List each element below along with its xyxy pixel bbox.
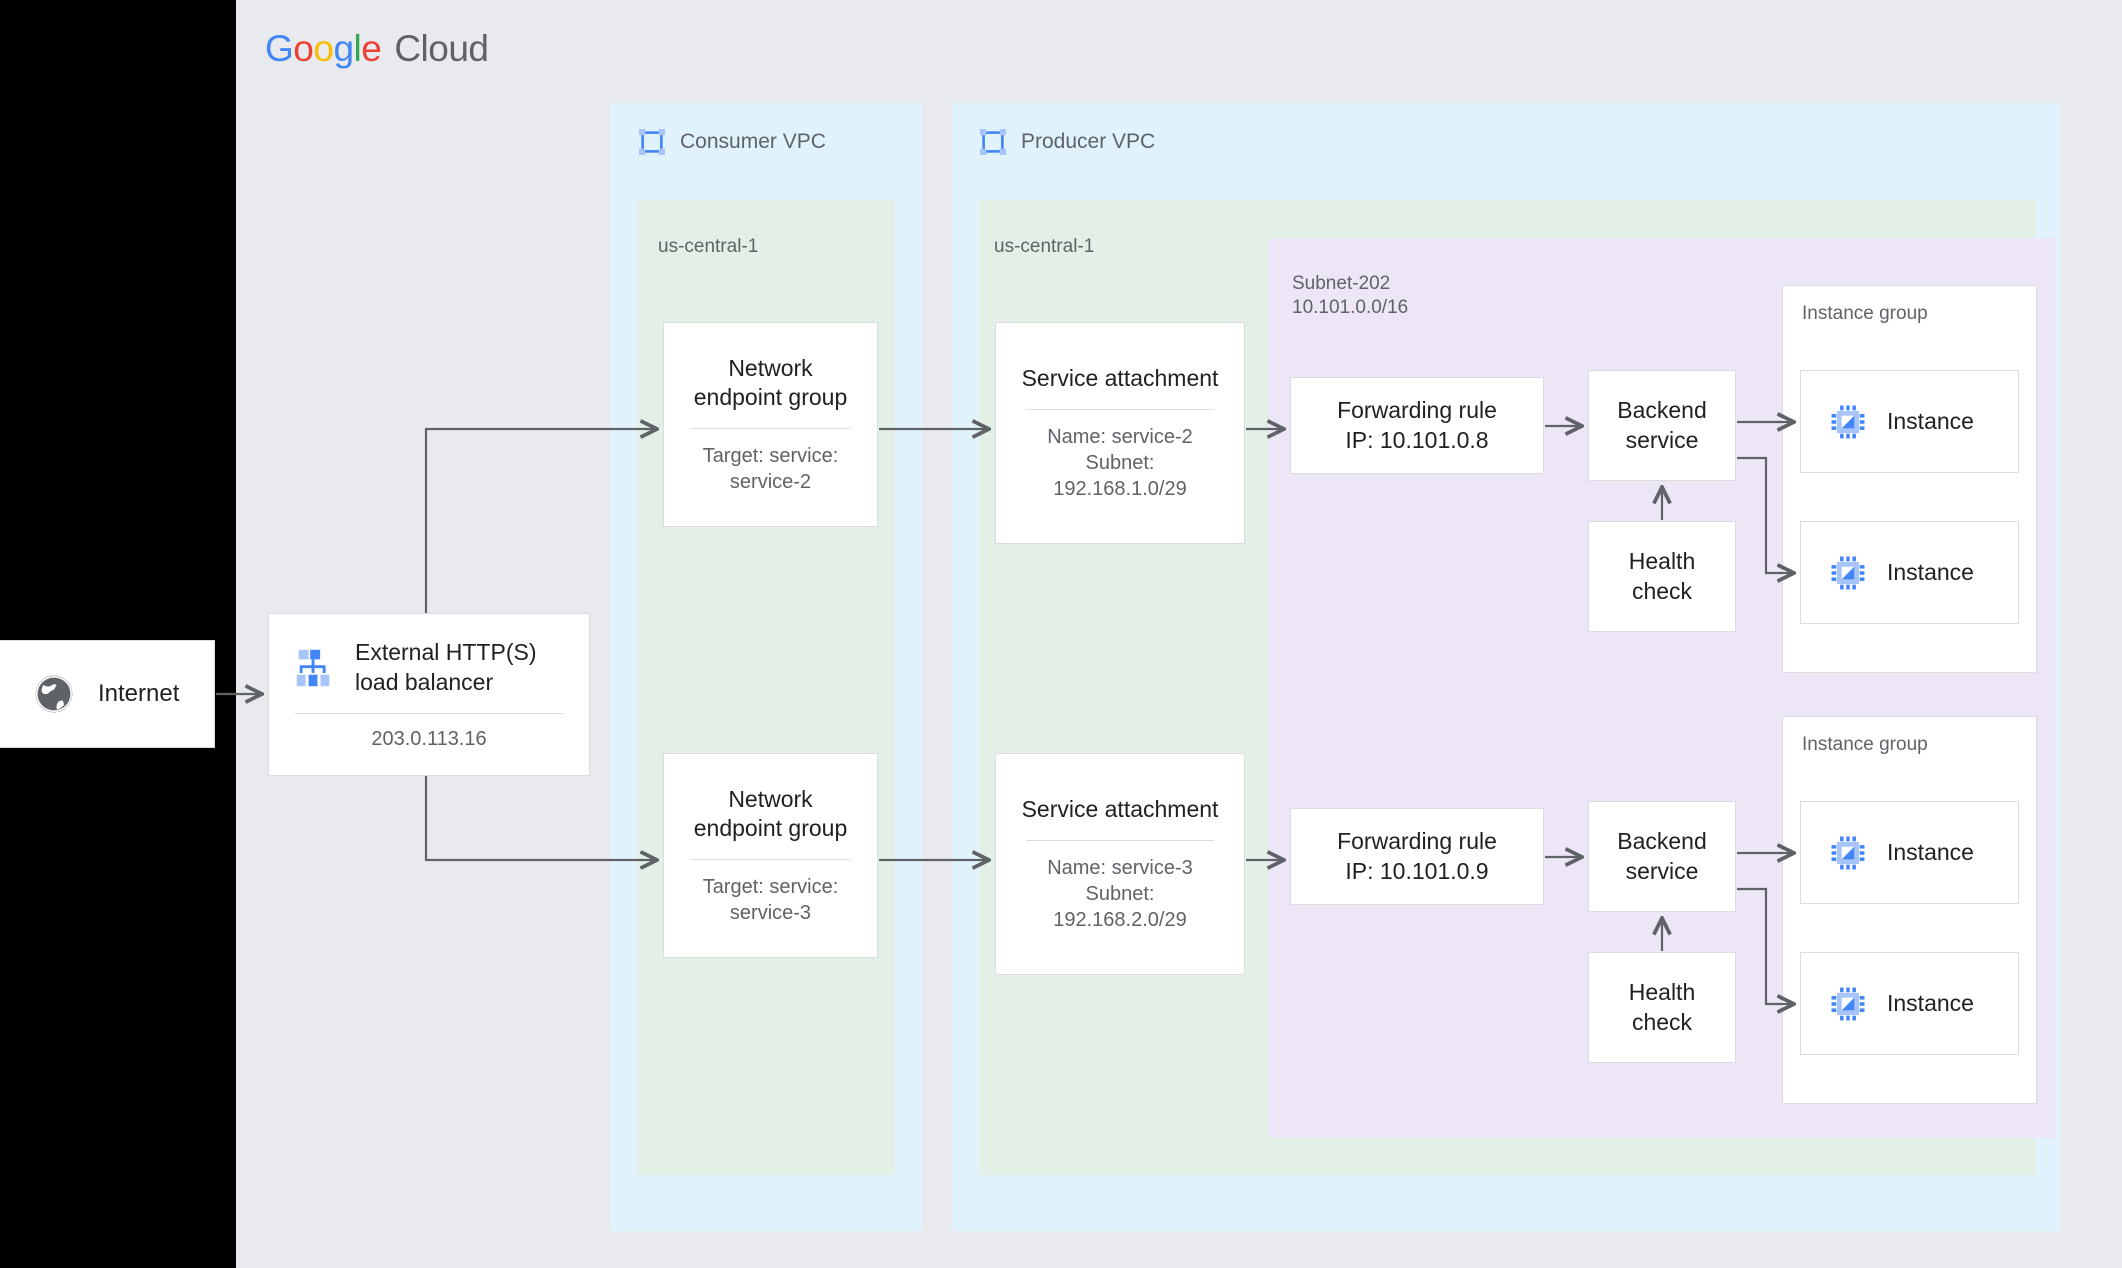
forwarding-rule-1[interactable]: Forwarding rule IP: 10.101.0.8 [1290,377,1544,474]
backend-service-2-title: Backend service [1617,828,1707,884]
instance-group-1-label: Instance group [1802,303,1928,324]
network-endpoint-group-2[interactable]: Network endpoint group Target: service: … [663,753,878,958]
load-balancer-icon [296,649,330,686]
backend-service-1-title: Backend service [1617,397,1707,453]
service-attachment-1[interactable]: Service attachment Name: service-2 Subne… [995,322,1245,544]
instance-group-2-label: Instance group [1802,734,1928,755]
neg-1-title: Network endpoint group [693,354,848,410]
instance-chip-icon [1831,836,1865,869]
internet-label: Internet [98,680,180,707]
service-attachment-2[interactable]: Service attachment Name: service-3 Subne… [995,753,1245,975]
load-balancer-row: External HTTP(S) load balancer [291,638,567,697]
neg-2-divider [689,859,852,861]
load-balancer-title: External HTTP(S) load balancer [355,639,537,695]
producer-region-label: us-central-1 [994,236,1095,257]
health-check-2-title: Health check [1628,979,1696,1035]
consumer-region-label: us-central-1 [658,236,759,257]
instance-1-2-label: Instance [1887,559,1974,585]
health-check-1[interactable]: Health check [1588,521,1736,632]
instance-2-2-label: Instance [1887,990,1974,1016]
health-check-2[interactable]: Health check [1588,952,1736,1063]
service-attachment-2-title: Service attachment [1021,795,1219,822]
subnet-202-label: Subnet-202 10.101.0.0/16 [1292,273,1409,319]
instance-chip-icon [1831,405,1865,438]
vpc-icon [980,129,1006,155]
producer-vpc-header: Producer VPC [978,127,1155,157]
logo-letter-g2: g [333,28,354,69]
logo-letter-l: l [353,28,362,69]
forwarding-rule-2[interactable]: Forwarding rule IP: 10.101.0.9 [1290,808,1544,905]
service-attachment-1-subtitle: Name: service-2 Subnet: 192.168.1.0/29 [1047,426,1193,501]
load-balancer-node[interactable]: External HTTP(S) load balancer 203.0.113… [268,613,590,776]
neg-1-divider [689,428,852,430]
network-endpoint-group-1[interactable]: Network endpoint group Target: service: … [663,322,878,527]
logo-letter-g: G [265,28,294,69]
producer-vpc-title: Producer VPC [1021,130,1156,153]
instance-2-2[interactable]: Instance [1800,952,2019,1055]
consumer-vpc-header: Consumer VPC [637,127,826,157]
neg-2-subtitle: Target: service: service-3 [702,876,839,925]
service-attachment-2-divider [1025,840,1215,842]
load-balancer-ip: 203.0.113.16 [371,727,487,750]
logo-letter-e: e [361,28,382,69]
backend-service-2[interactable]: Backend service [1588,801,1736,912]
neg-1-subtitle: Target: service: service-2 [702,445,839,494]
google-cloud-logo: Google Cloud [265,28,489,70]
internet-node[interactable]: Internet [0,640,215,748]
service-attachment-1-divider [1025,409,1215,411]
globe-icon [35,675,73,713]
instance-2-1[interactable]: Instance [1800,801,2019,904]
logo-word-cloud: Cloud [394,28,489,69]
instance-1-2[interactable]: Instance [1800,521,2019,624]
logo-letter-o1: o [293,28,314,69]
health-check-1-title: Health check [1628,548,1696,604]
instance-chip-icon [1831,556,1865,589]
logo-letter-o2: o [313,28,334,69]
load-balancer-divider [295,712,563,714]
instance-1-1[interactable]: Instance [1800,370,2019,473]
service-attachment-2-subtitle: Name: service-3 Subnet: 192.168.2.0/29 [1047,857,1193,932]
instance-chip-icon [1831,987,1865,1020]
instance-1-1-label: Instance [1887,408,1974,434]
neg-2-title: Network endpoint group [693,785,848,841]
forwarding-rule-2-title: Forwarding rule IP: 10.101.0.9 [1337,828,1497,884]
service-attachment-1-title: Service attachment [1021,364,1219,391]
instance-2-1-label: Instance [1887,839,1974,865]
forwarding-rule-1-title: Forwarding rule IP: 10.101.0.8 [1337,397,1497,453]
vpc-icon [639,129,665,155]
consumer-vpc-title: Consumer VPC [680,130,826,153]
backend-service-1[interactable]: Backend service [1588,370,1736,481]
